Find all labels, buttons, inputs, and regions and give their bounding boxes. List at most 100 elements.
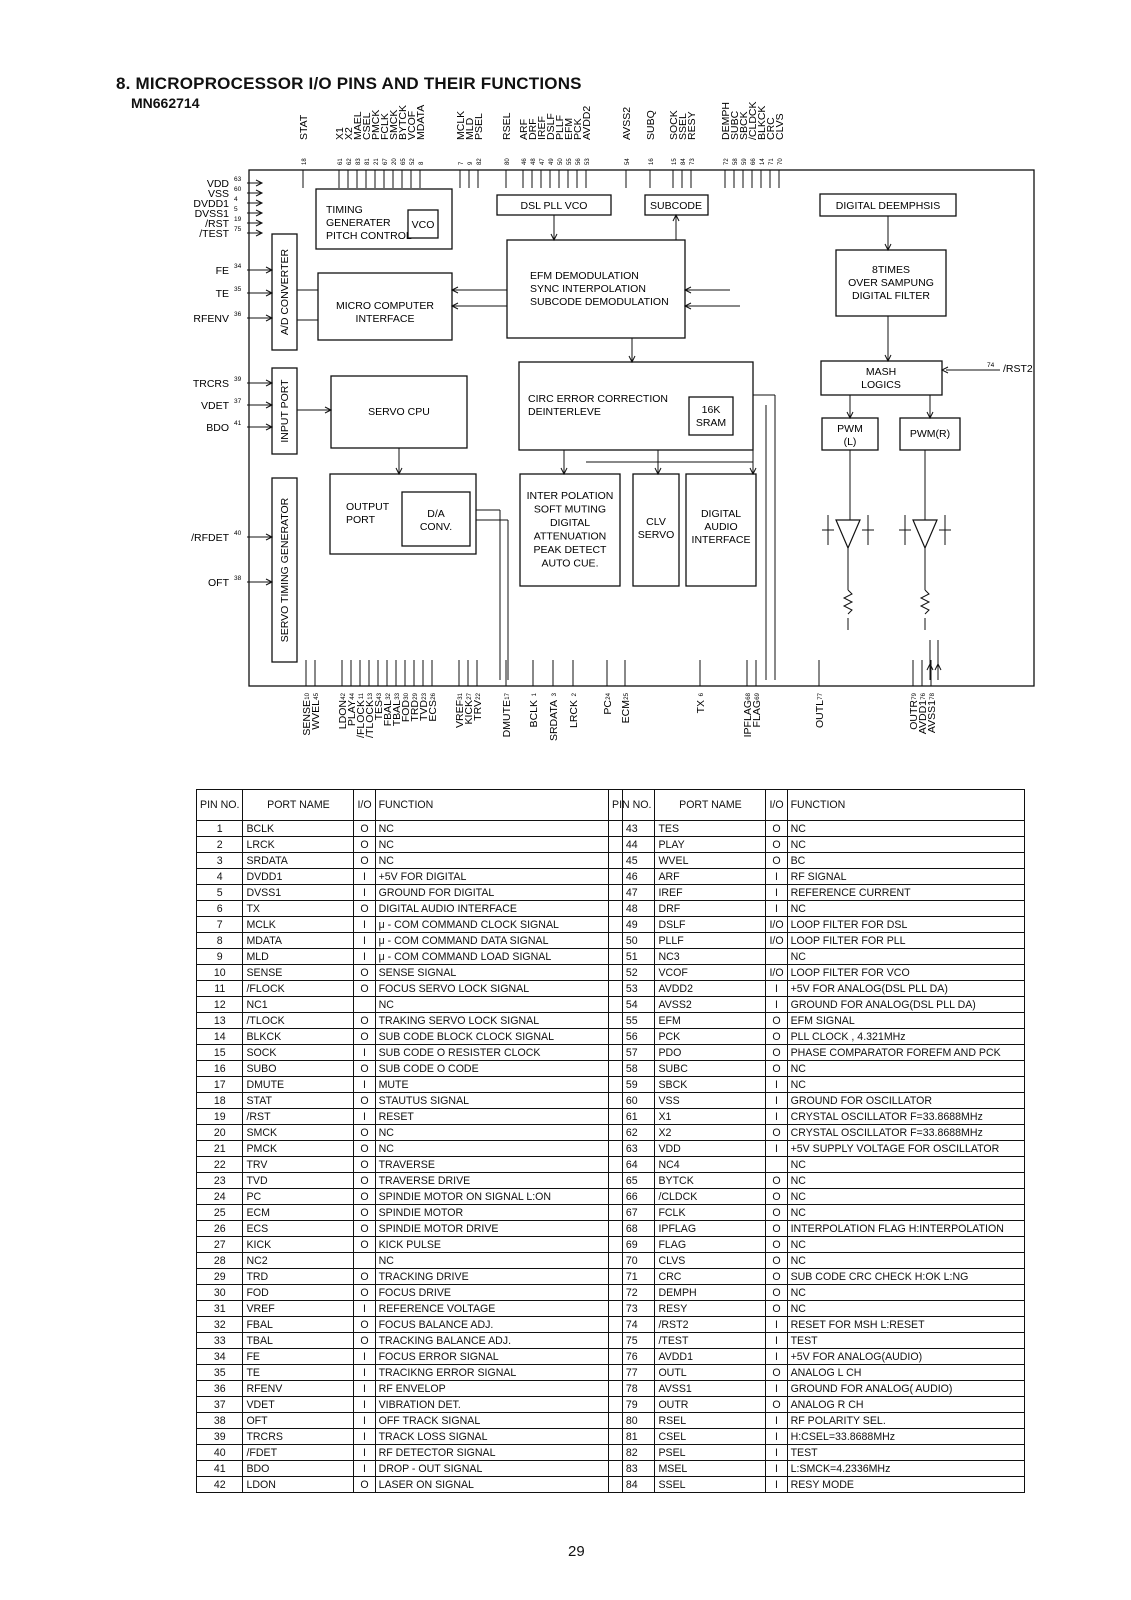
pin-label: TX	[695, 700, 707, 713]
header-io: I/O	[353, 789, 376, 821]
pin-number: 60	[234, 186, 242, 193]
pin-number: 27	[195, 1236, 244, 1253]
function: SPINDIE MOTOR DRIVE	[374, 1220, 623, 1237]
port-name: KICK	[242, 1236, 355, 1253]
pin-number: 11	[359, 692, 365, 699]
pin-number: 69	[607, 1236, 656, 1253]
pin-label: /RST	[205, 218, 230, 230]
mash-logics-block	[820, 360, 943, 396]
port-name: ECS	[242, 1220, 355, 1237]
function: DIGITAL AUDIO INTERFACE	[374, 900, 623, 917]
io-type: O	[353, 1156, 376, 1173]
function: NC	[374, 852, 623, 869]
pin-number: 23	[195, 1172, 244, 1189]
clv-servo-label: CLV	[646, 516, 666, 528]
mash-logics-label: LOGICS	[861, 379, 901, 391]
port-name: MSEL	[654, 1460, 767, 1477]
pin-number: 3	[552, 692, 558, 696]
port-name: /RST	[242, 1108, 355, 1125]
pin-number: 37	[234, 398, 242, 405]
io-type: O	[765, 1060, 788, 1077]
pin-label: RSEL	[501, 112, 513, 140]
io-type: I	[765, 1412, 788, 1429]
pin-number: 32	[195, 1316, 244, 1333]
function: LOOP FILTER FOR DSL	[786, 916, 1025, 933]
circ-error-correction-label: CIRC ERROR CORRECTION	[528, 393, 668, 405]
pin-label: VREF	[454, 700, 466, 728]
port-name: AVDD1	[654, 1348, 767, 1365]
function: DROP - OUT SIGNAL	[374, 1460, 623, 1477]
pin-label: TRV	[472, 700, 484, 721]
pin-label: FE	[216, 265, 229, 277]
interpolation-label: SOFT MUTING	[534, 504, 606, 516]
pin-number: 15	[195, 1044, 244, 1061]
port-name: FCLK	[654, 1204, 767, 1221]
pin-number: 54	[625, 158, 631, 165]
pin-label: DVSS1	[195, 208, 230, 220]
port-name: X2	[654, 1124, 767, 1141]
pin-number: 25	[624, 692, 630, 699]
pin-number: 81	[365, 158, 371, 165]
port-name: /FDET	[242, 1444, 355, 1461]
function: SENSE SIGNAL	[374, 964, 623, 981]
port-name: NC2	[242, 1252, 355, 1269]
pin-number: 19	[234, 216, 242, 223]
pin-number: 49	[607, 916, 656, 933]
io-type: O	[353, 1092, 376, 1109]
page-title: 8. MICROPROCESSOR I/O PINS AND THEIR FUN…	[116, 74, 582, 93]
pin-label: /RST2	[1003, 363, 1033, 375]
pin-label: FBAL	[382, 700, 394, 726]
pin-number: 84	[681, 158, 687, 165]
pin-number: 70	[778, 158, 784, 165]
pin-number: 35	[234, 286, 242, 293]
mash-logics-label: MASH	[866, 366, 896, 378]
pin-number: 76	[607, 1348, 656, 1365]
port-name: VDET	[242, 1396, 355, 1413]
pin-label: FOD	[400, 700, 412, 723]
pin-number: 5	[234, 206, 238, 213]
port-name: BDO	[242, 1460, 355, 1477]
pin-label: AVDD2	[581, 106, 593, 140]
io-type: O	[765, 820, 788, 837]
port-name: BLKCK	[242, 1028, 355, 1045]
pin-number: 37	[195, 1396, 244, 1413]
pin-label: SUBC	[729, 110, 741, 140]
io-type: O	[353, 900, 376, 917]
io-type: I	[765, 1076, 788, 1093]
pin-number: 61	[338, 158, 344, 165]
function: μ - COM COMMAND DATA SIGNAL	[374, 932, 623, 949]
pin-label: IPFLAG	[742, 700, 754, 737]
pin-number: 8	[195, 932, 244, 949]
pin-number: 39	[195, 1428, 244, 1445]
pin-label: VDD	[207, 178, 230, 190]
pin-label: FCLK	[379, 113, 391, 140]
io-type: O	[353, 1012, 376, 1029]
io-type: I	[765, 1460, 788, 1477]
function: SUB CODE O CODE	[374, 1060, 623, 1077]
arrow-icon	[560, 467, 568, 476]
pin-label: TES	[373, 700, 385, 720]
port-name: SENSE	[242, 964, 355, 981]
pin-label: DMUTE	[501, 700, 513, 737]
pin-number: 2	[195, 836, 244, 853]
pin-number: 48	[531, 158, 537, 165]
port-name: PLLF	[654, 932, 767, 949]
pin-number: 72	[724, 158, 730, 165]
pin-number: 68	[746, 692, 752, 699]
io-type: I	[765, 1092, 788, 1109]
pwm-l-label: (L)	[844, 436, 857, 448]
pin-number: 72	[607, 1284, 656, 1301]
efm-demodulation-label: EFM DEMODULATION	[530, 270, 639, 282]
